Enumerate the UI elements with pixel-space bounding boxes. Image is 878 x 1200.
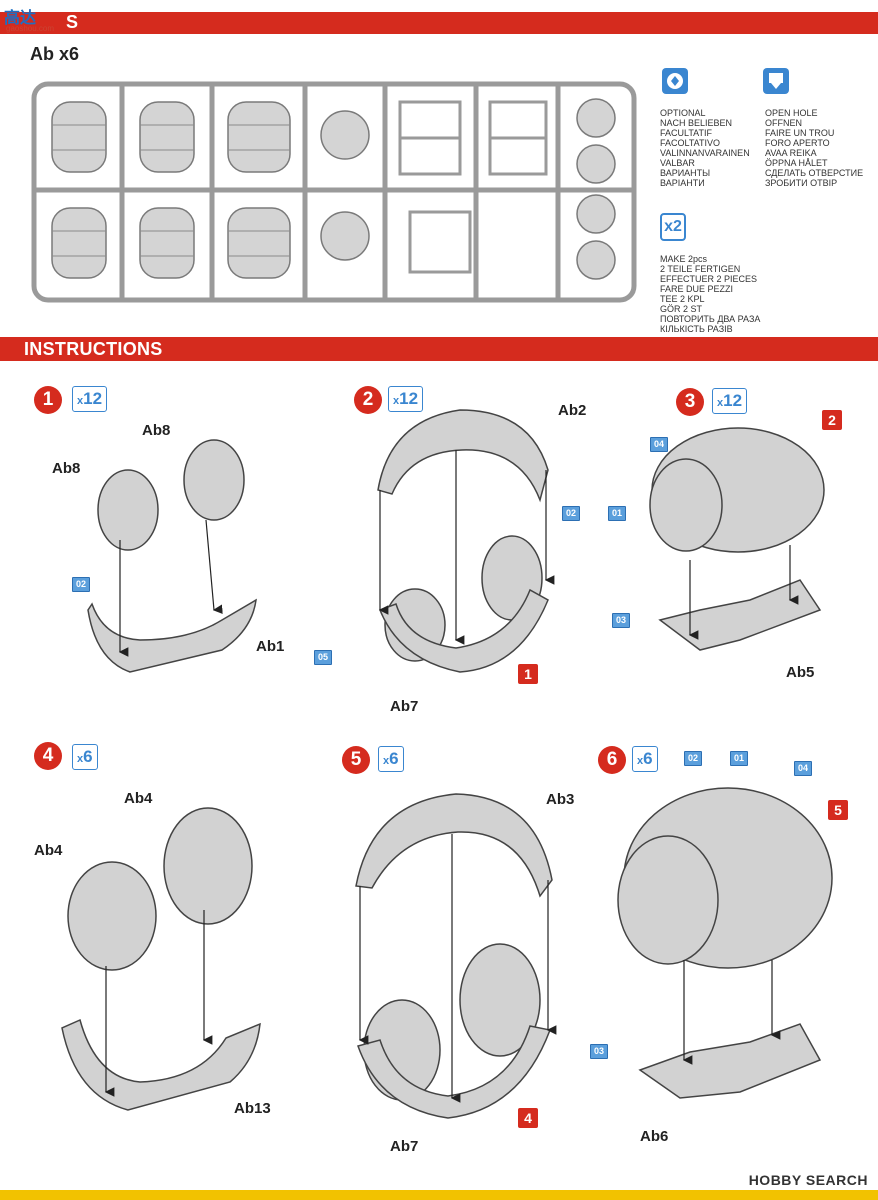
step-6-tag-03: 03 [590, 1044, 609, 1059]
part-label-ab8-top: Ab8 [142, 422, 171, 439]
sprue-title: Ab x6 [30, 44, 80, 64]
step-5-ref: 4 [518, 1108, 538, 1128]
part-label-ab3: Ab3 [546, 791, 575, 808]
step-6-tag-04: 04 [794, 761, 813, 776]
step-6-tag-02: 02 [684, 751, 703, 766]
part-label-ab6: Ab6 [640, 1128, 669, 1145]
watermark-url: gaoshou.com [6, 24, 55, 33]
step-3-tag-04: 04 [650, 437, 669, 452]
part-label-ab13: Ab13 [234, 1100, 271, 1117]
step-5-number: 5 [342, 746, 370, 774]
sprue-drawing [31, 81, 637, 303]
instructions-title: INSTRUCTIONS [24, 339, 163, 359]
header-bar: S [0, 12, 878, 34]
step-2-number: 2 [354, 386, 382, 414]
step-2-ref: 1 [518, 664, 538, 684]
open-hole-icon [763, 68, 789, 94]
step-6-number: 6 [598, 746, 626, 774]
part-label-ab1: Ab1 [256, 638, 285, 655]
watermark-logo: 高达 [4, 10, 37, 27]
step-2-multiplier: x12 [388, 386, 424, 412]
step-1-number: 1 [34, 386, 62, 414]
instructions-bar: INSTRUCTIONS [0, 337, 878, 361]
step-2-tag: 05 [314, 650, 333, 665]
step-3-tag-01: 01 [608, 506, 627, 521]
step-1-tag: 02 [72, 577, 91, 592]
header-label: S [66, 12, 79, 32]
optional-icon [662, 68, 688, 94]
step-3-tag-03: 03 [612, 613, 631, 628]
step-3-number: 3 [676, 388, 704, 416]
part-label-ab4-top: Ab4 [124, 790, 153, 807]
step-6-tag-01: 01 [730, 751, 749, 766]
step-6-ref: 5 [828, 800, 848, 820]
part-label-ab4-left: Ab4 [34, 842, 63, 859]
make-two-icon: x2 [660, 213, 686, 241]
part-label-ab2: Ab2 [558, 402, 587, 419]
step-4-number: 4 [34, 742, 62, 770]
part-label-ab7: Ab7 [390, 698, 419, 715]
step-4-multiplier: x6 [72, 744, 98, 770]
part-label-ab7-step5: Ab7 [390, 1138, 419, 1155]
step-1-multiplier: x12 [72, 386, 108, 412]
step-3-ref: 2 [822, 410, 842, 430]
step-3-tag-02: 02 [562, 506, 581, 521]
part-label-ab5: Ab5 [786, 664, 815, 681]
step-6-multiplier: x6 [632, 746, 658, 772]
part-label-ab8-left: Ab8 [52, 460, 81, 477]
footer-bar [0, 1190, 878, 1200]
step-3-multiplier: x12 [712, 388, 748, 414]
hobby-search-logo: HOBBY SEARCH [748, 1172, 868, 1188]
step-5-multiplier: x6 [378, 746, 404, 772]
